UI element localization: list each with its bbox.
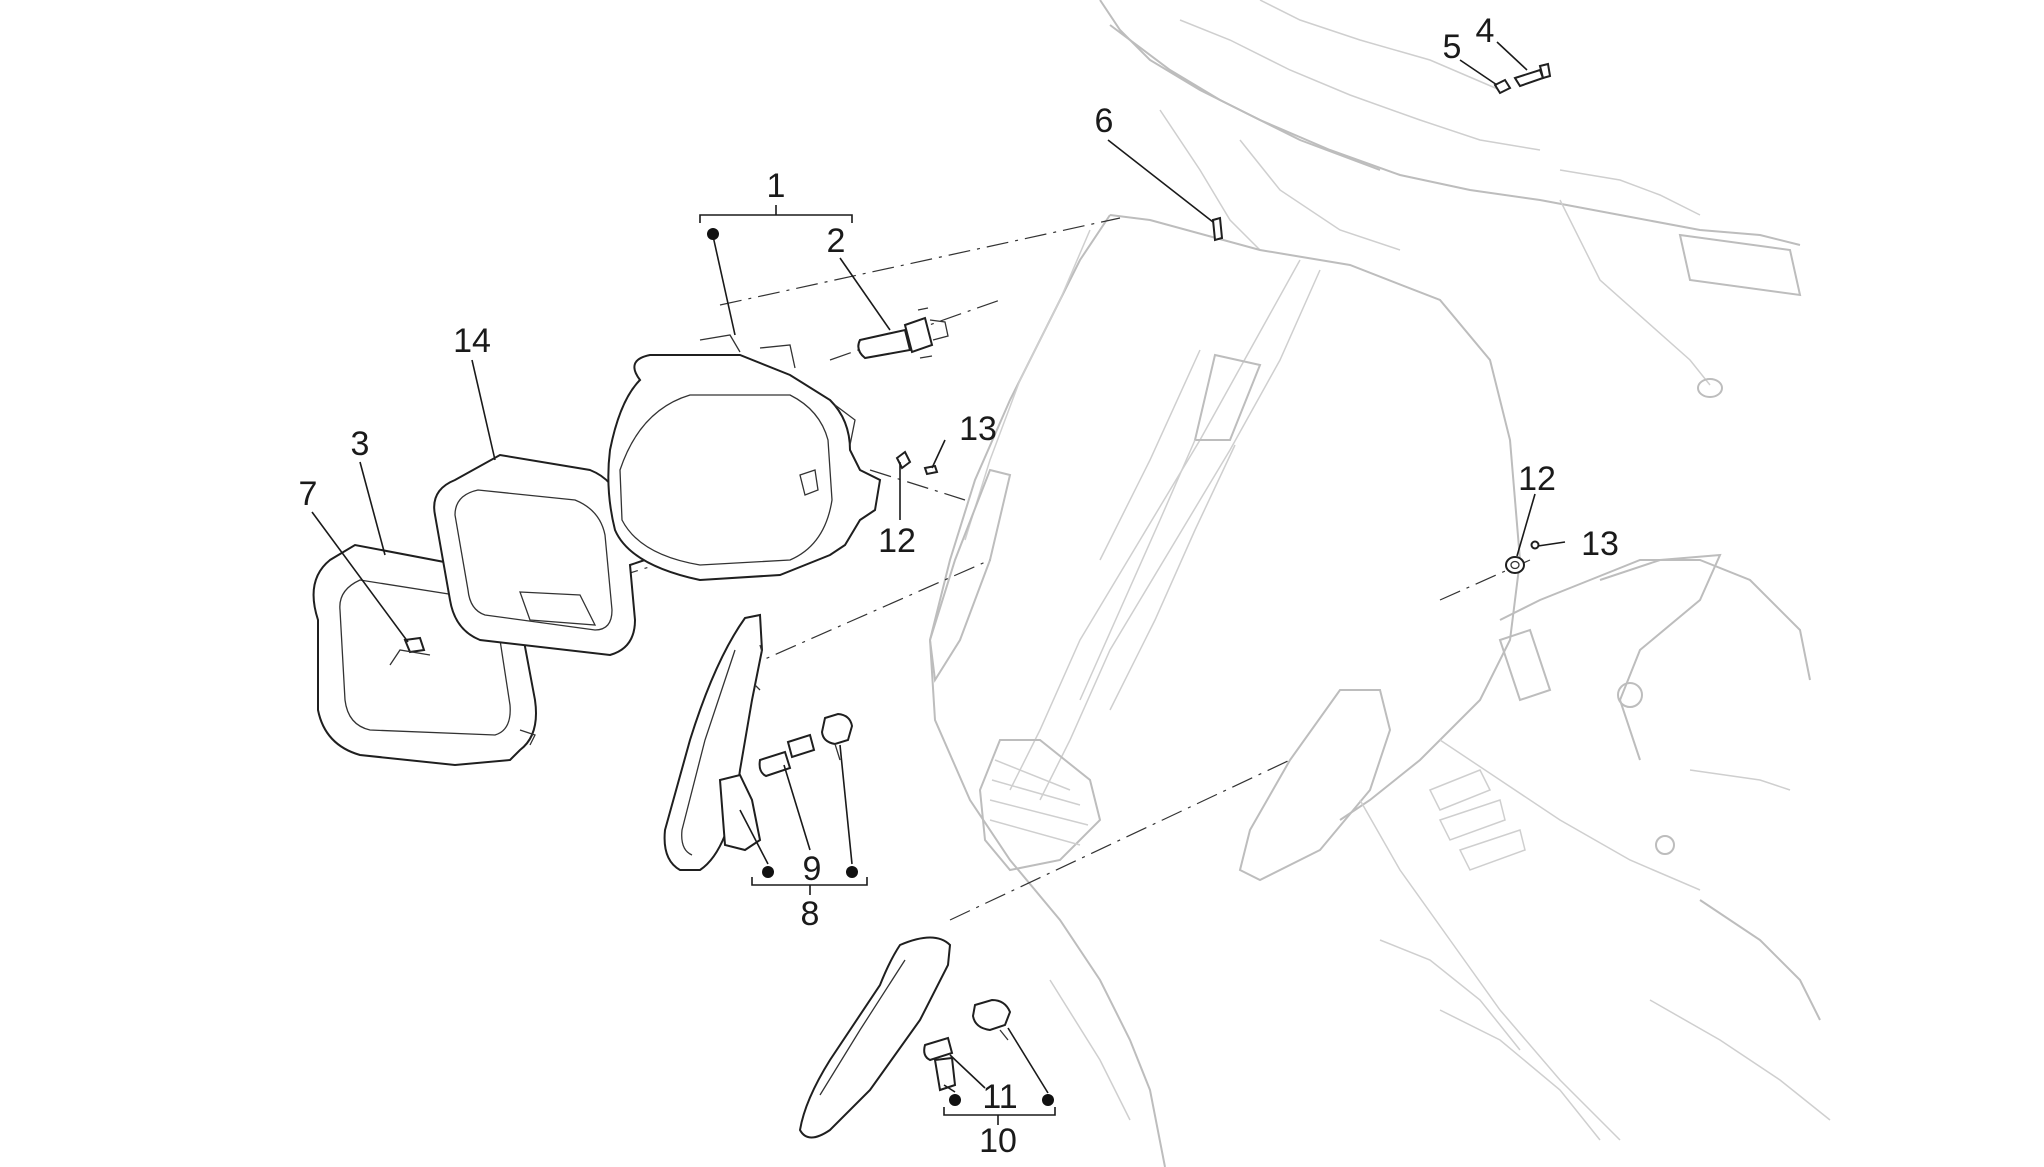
part-clip-nut-right <box>1505 540 1540 574</box>
callout-10: 10 <box>979 1122 1017 1160</box>
dot-1 <box>707 228 719 240</box>
scooter-body-outline <box>928 0 1831 1167</box>
dot-10b <box>1042 1094 1054 1106</box>
callout-9: 9 <box>803 850 822 888</box>
callout-12-left: 12 <box>878 522 916 560</box>
callout-11: 11 <box>982 1078 1017 1116</box>
part-clip-nut-left <box>895 450 939 476</box>
part-screw <box>1211 216 1224 242</box>
callout-labels: 1 2 3 4 5 6 7 8 9 10 11 12 12 13 13 14 <box>299 12 1619 1160</box>
callout-1: 1 <box>767 167 786 205</box>
part-indicator-bulbs <box>758 712 854 778</box>
part-bolt-washer <box>1493 62 1552 95</box>
part-indicator-front <box>663 613 764 871</box>
part-clip <box>389 636 431 666</box>
part-headlight-unit <box>607 334 882 582</box>
dots <box>707 228 1054 1106</box>
part-indicator-rear <box>798 936 957 1139</box>
callout-12-right: 12 <box>1518 460 1556 498</box>
callout-7: 7 <box>299 475 318 513</box>
callout-6: 6 <box>1095 102 1114 140</box>
callout-14: 14 <box>453 322 491 360</box>
callout-3: 3 <box>351 425 370 463</box>
callout-8: 8 <box>801 895 820 933</box>
leader-lines <box>311 41 1566 1125</box>
callout-13-right: 13 <box>1581 525 1619 563</box>
dot-8b <box>846 866 858 878</box>
callout-13-left: 13 <box>959 410 997 448</box>
part-rear-indicator-bulbs <box>923 998 1012 1062</box>
dot-10a <box>949 1094 961 1106</box>
part-bulb <box>857 307 949 360</box>
callout-4: 4 <box>1476 12 1495 50</box>
callout-2: 2 <box>827 222 846 260</box>
dot-8a <box>762 866 774 878</box>
callout-5: 5 <box>1443 28 1462 66</box>
